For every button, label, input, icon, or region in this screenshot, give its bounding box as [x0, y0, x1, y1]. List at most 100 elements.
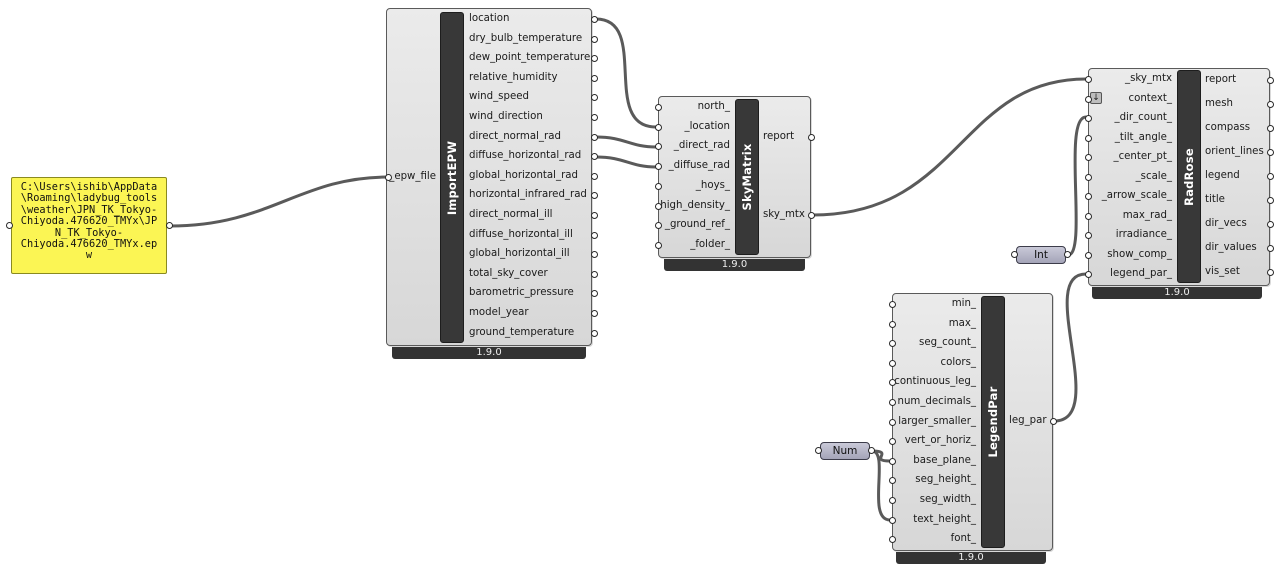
skymatrix-input-hoys-label: _hoys_	[695, 179, 730, 191]
importepw-output-direct-normal-ill-grip[interactable]	[591, 212, 598, 219]
importepw-output-global-horizontal-rad-grip[interactable]	[591, 172, 598, 180]
legendpar-input-seg-count-grip[interactable]	[889, 340, 896, 348]
legendpar-output-leg-par-grip[interactable]	[1050, 418, 1057, 425]
legendpar-input-larger-smaller-grip[interactable]	[889, 418, 896, 426]
num-parameter[interactable]: Num	[820, 442, 870, 460]
skymatrix-input-folder-grip[interactable]	[655, 241, 662, 249]
int-input-grip[interactable]	[1011, 251, 1018, 258]
importepw-output-barometric-pressure-grip[interactable]	[591, 290, 598, 298]
skymatrix-input-ground-ref-grip[interactable]	[655, 222, 662, 230]
skymatrix-input-folder-label: _folder_	[690, 238, 730, 250]
importepw-output-total-sky-cover-label: total_sky_cover	[469, 267, 548, 279]
radrose-output-dir-values-grip[interactable]	[1267, 245, 1274, 252]
legendpar-input-vert-or-horiz-grip[interactable]	[889, 438, 896, 446]
radrose-input-show-comp-grip[interactable]	[1085, 251, 1092, 259]
importepw-output-dry-bulb-temperature-grip[interactable]	[591, 35, 598, 43]
importepw-output-diffuse-horizontal-rad-grip[interactable]	[591, 153, 598, 161]
legendpar-input-colors-grip[interactable]	[889, 359, 896, 367]
panel-input-grip[interactable]	[6, 222, 13, 229]
importepw-output-wind-speed-grip[interactable]	[591, 94, 598, 102]
skymatrix-input-direct-rad-label: _direct_rad	[673, 140, 730, 152]
importepw-output-dry-bulb-temperature-label: dry_bulb_temperature	[469, 32, 583, 44]
skymatrix-input-diffuse-rad-grip[interactable]	[655, 163, 662, 171]
int-output-grip[interactable]	[1064, 251, 1071, 258]
importepw-output-total-sky-cover-grip[interactable]	[591, 270, 598, 278]
radrose-input-scale-grip[interactable]	[1085, 173, 1092, 181]
legendpar-input-base-plane-grip[interactable]	[889, 457, 896, 465]
skymatrix-input-high-density-grip[interactable]	[655, 202, 662, 210]
skymatrix-input-location-label: _location	[684, 120, 730, 132]
importepw-output-dew-point-temperature-label: dew_point_temperature	[469, 52, 591, 64]
importepw-output-global-horizontal-ill-grip[interactable]	[591, 251, 598, 259]
skymatrix-input-north-grip[interactable]	[655, 104, 662, 111]
radrose-input-center-pt-grip[interactable]	[1085, 154, 1092, 161]
radrose-output-report-grip[interactable]	[1267, 77, 1274, 84]
radrose-input-tilt-angle-grip[interactable]	[1085, 134, 1092, 142]
skymatrix-input-location-grip[interactable]	[655, 123, 662, 131]
importepw-output-ground-temperature-grip[interactable]	[591, 329, 598, 337]
legendpar-input-num-decimals-grip[interactable]	[889, 399, 896, 406]
importepw-output-wind-direction-grip[interactable]	[591, 114, 598, 121]
legendpar-input-min-grip[interactable]	[889, 301, 896, 308]
importepw-input-epw-file-grip[interactable]	[385, 174, 392, 181]
file-path-panel[interactable]: C:\Users\ishib\AppData \Roaming\ladybug_…	[11, 177, 167, 274]
importepw-output-dew-point-temperature-grip[interactable]	[591, 55, 598, 63]
radrose-input-sky-mtx-grip[interactable]	[1085, 76, 1092, 83]
int-parameter[interactable]: Int	[1016, 246, 1066, 264]
radrose-input-context-grip[interactable]	[1085, 95, 1092, 103]
legendpar-input-font-grip[interactable]	[889, 536, 896, 544]
legendpar-input-seg-width-grip[interactable]	[889, 497, 896, 504]
importepw-output-direct-normal-rad-grip[interactable]	[591, 133, 598, 141]
importepw-input-epw-file-label: _epw_file	[389, 171, 436, 182]
radrose-input-max-rad-grip[interactable]	[1085, 212, 1092, 220]
radrose-title-bar[interactable]: RadRose	[1177, 70, 1201, 283]
radrose-output-dir-vecs-grip[interactable]	[1267, 221, 1274, 228]
radrose-output-mesh-grip[interactable]	[1267, 101, 1274, 108]
importepw-output-model-year-grip[interactable]	[591, 310, 598, 317]
skymatrix-input-direct-rad-grip[interactable]	[655, 143, 662, 151]
legendpar-title-bar[interactable]: LegendPar	[981, 296, 1005, 548]
importepw-output-location-grip[interactable]	[591, 16, 598, 23]
wire-num-to-text-height	[870, 449, 892, 522]
panel-output-grip[interactable]	[166, 222, 173, 229]
importepw-title-bar[interactable]: ImportEPW	[440, 12, 464, 343]
legendpar-output-leg-par-label: leg_par	[1009, 415, 1047, 426]
legendpar-input-max-label: max_	[948, 317, 976, 329]
radrose-output-orient-lines-grip[interactable]	[1267, 149, 1274, 156]
legendpar-input-seg-height-grip[interactable]	[889, 477, 896, 485]
radrose-output-vis-set-grip[interactable]	[1267, 269, 1274, 276]
skymatrix-output-sky-mtx-label: sky_mtx	[763, 209, 805, 220]
legendpar-input-max-grip[interactable]	[889, 320, 896, 328]
skymatrix-title-bar[interactable]: SkyMatrix	[735, 99, 759, 255]
radrose-output-title-grip[interactable]	[1267, 197, 1274, 204]
radrose-input-max-rad-label: max_rad_	[1122, 209, 1172, 221]
skymatrix-output-report-label: report	[763, 131, 795, 142]
importepw-output-diffuse-horizontal-ill-grip[interactable]	[591, 231, 598, 239]
importepw-output-direct-normal-rad-label: direct_normal_rad	[469, 130, 561, 142]
radrose-input-legend-par-grip[interactable]	[1085, 271, 1092, 278]
legendpar-input-text-height-grip[interactable]	[889, 516, 896, 524]
num-output-grip[interactable]	[868, 447, 875, 454]
legendpar-component[interactable]	[892, 293, 1053, 551]
radrose-output-legend-label: legend	[1205, 170, 1240, 181]
importepw-output-horizontal-infrared-rad-grip[interactable]	[591, 192, 598, 200]
num-input-grip[interactable]	[815, 447, 822, 454]
radrose-output-legend-grip[interactable]	[1267, 173, 1274, 180]
skymatrix-output-report-grip[interactable]	[808, 134, 815, 141]
skymatrix-input-hoys-grip[interactable]	[655, 182, 662, 190]
legendpar-input-continuous-leg-grip[interactable]	[889, 379, 896, 387]
wire-num-to-base-plane	[870, 449, 892, 463]
legendpar-input-larger-smaller-label: larger_smaller_	[898, 415, 976, 427]
radrose-output-report-label: report	[1205, 74, 1237, 85]
skymatrix-input-high-density-label: high_density_	[660, 199, 730, 211]
radrose-input-arrow-scale-grip[interactable]	[1085, 193, 1092, 200]
skymatrix-input-north-label: north_	[697, 101, 730, 112]
radrose-output-compass-grip[interactable]	[1267, 125, 1274, 132]
radrose-input-irradiance-grip[interactable]	[1085, 232, 1092, 239]
radrose-input-dir-count-grip[interactable]	[1085, 115, 1092, 122]
importepw-output-relative-humidity-grip[interactable]	[591, 74, 598, 82]
skymatrix-output-sky-mtx-grip[interactable]	[808, 212, 815, 219]
skymatrix-component[interactable]	[658, 96, 811, 258]
radrose-input-tilt-angle-label: _tilt_angle_	[1114, 131, 1172, 143]
graft-arrow-icon[interactable]: ↓	[1090, 92, 1102, 104]
